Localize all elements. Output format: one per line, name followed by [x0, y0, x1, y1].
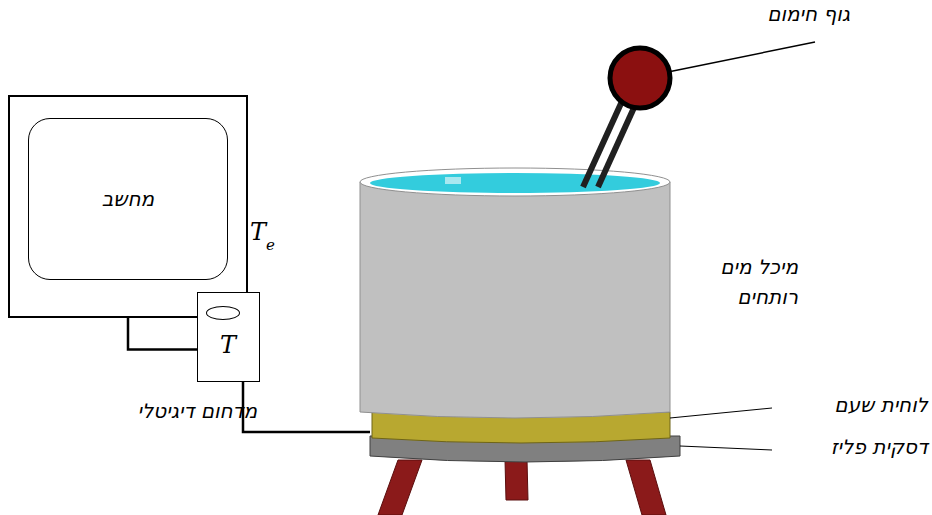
leader-line — [680, 446, 772, 450]
heater-cable — [668, 42, 815, 72]
symbol-label: e — [266, 236, 280, 254]
part-label: מיכל מים רותחים — [688, 252, 798, 312]
thermometer-display — [206, 306, 240, 320]
part-label: דסקית פליז — [778, 435, 928, 459]
water-container — [360, 182, 670, 418]
stand-leg — [626, 460, 666, 515]
cable — [128, 318, 197, 350]
computer-monitor: מחשב — [8, 95, 248, 318]
digital-thermometer: Tמדחום דיגיטלי — [197, 292, 260, 382]
heater-head — [610, 48, 670, 108]
node-label: T — [220, 331, 236, 359]
part-label: גוף חימום — [690, 2, 850, 26]
probe-wire — [243, 382, 370, 432]
water-highlight — [445, 177, 461, 184]
leader-line — [670, 408, 772, 418]
monitor-screen: מחשב — [28, 118, 228, 280]
node-label: מחשב — [102, 187, 154, 211]
stand-leg — [378, 460, 422, 515]
container-rim — [360, 168, 670, 196]
part-label: לוחית שעם — [778, 393, 928, 417]
node-heading: מדחום דיגיטלי — [137, 399, 257, 423]
water-surface — [370, 173, 660, 193]
stand-leg — [505, 460, 528, 500]
